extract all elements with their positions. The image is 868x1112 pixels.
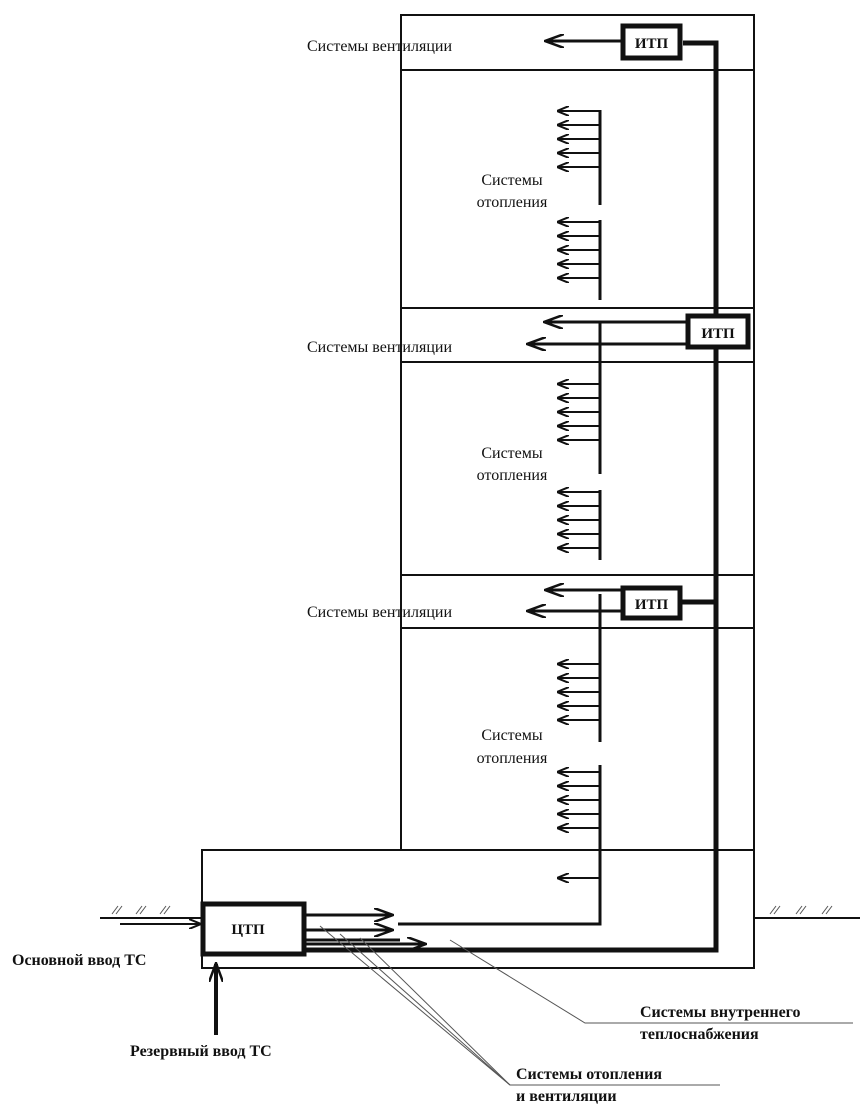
itp-box-bottom: ИТП [620, 585, 683, 621]
heating-label-1b: отопления [477, 194, 548, 211]
internal-supply-label-1: Системы внутреннего [640, 1004, 801, 1021]
reserve-input-label: Резервный ввод ТС [130, 1043, 272, 1060]
ventilation-label-2: Системы вентиляции [307, 339, 452, 356]
ventilation-label-3: Системы вентиляции [307, 604, 452, 621]
heating-label-2a: Системы [481, 445, 543, 462]
ground-left [100, 905, 202, 919]
ventilation-arrows [528, 41, 686, 611]
ctp-output-arrows [305, 915, 425, 944]
heating-branches [558, 111, 600, 878]
itp-box-top: ИТП [620, 23, 683, 61]
building-outline [201, 14, 755, 969]
heat-vent-label-2: и вентиляции [516, 1088, 617, 1105]
internal-supply-label-2: теплоснабжения [640, 1026, 759, 1043]
ctp-box: ЦТП [200, 901, 307, 957]
heating-riser [305, 110, 602, 942]
heating-label-2b: отопления [477, 467, 548, 484]
heat-vent-label-1: Системы отопления [516, 1066, 662, 1083]
ground-right [754, 905, 860, 919]
heating-label-1a: Системы [481, 172, 543, 189]
leader-lines [319, 925, 853, 1086]
ventilation-label-1: Системы вентиляции [307, 38, 452, 55]
main-input-label: Основной ввод ТС [12, 952, 146, 969]
ctp-label: ЦТП [231, 922, 265, 938]
itp-label-bottom: ИТП [635, 597, 669, 613]
itp-box-middle: ИТП [685, 313, 751, 350]
itp-label-middle: ИТП [701, 326, 735, 342]
heating-label-3a: Системы [481, 727, 543, 744]
itp-label-top: ИТП [635, 36, 669, 52]
heating-label-3b: отопления [477, 750, 548, 767]
